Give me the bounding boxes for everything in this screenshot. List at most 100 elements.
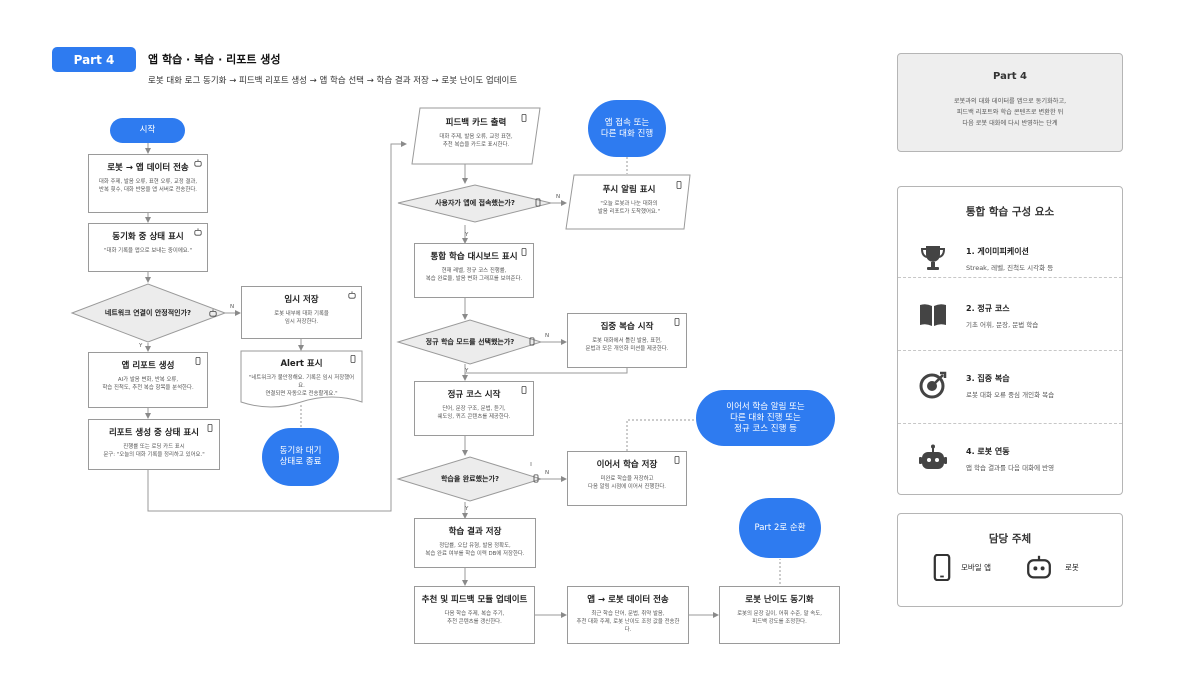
node-desc: 로봇 대화에서 틀린 발음, 표현, 문법과 모은 개인화 미션을 제공한다. bbox=[585, 338, 669, 352]
node-desc: "대화 기록을 앱으로 보내는 중이에요." bbox=[104, 248, 192, 254]
divider bbox=[898, 423, 1122, 424]
component-desc: 로봇 대화 오류 중심 개인화 복습 bbox=[966, 391, 1055, 399]
robot-icon bbox=[194, 159, 202, 167]
decision-no: N bbox=[545, 470, 550, 476]
part-summary-panel: Part 4 로봇과의 대화 데이터를 앱으로 동기화하고, 피드백 리포트와 … bbox=[897, 53, 1123, 152]
decision-no: N bbox=[556, 194, 561, 200]
part2-cycle-terminal: Part 2로 순환 bbox=[739, 498, 821, 558]
node-title: 동기화 중 상태 표시 bbox=[112, 232, 184, 242]
mobile-icon bbox=[350, 355, 356, 363]
component-title: 3. 집중 복습 bbox=[966, 374, 1010, 383]
mobile-icon bbox=[521, 386, 527, 394]
robot-difficulty-sync-node: 로봇 난이도 동기화 로봇의 문장 길이, 어휘 수준, 말 속도, 피드백 강… bbox=[719, 586, 840, 644]
app-to-robot-transfer-node: 앱 → 로봇 데이터 전송 최근 학습 단어, 문법, 취약 발음, 추천 대화… bbox=[567, 586, 689, 644]
target-icon bbox=[919, 371, 947, 399]
decision-network-shape bbox=[70, 283, 227, 343]
decision-yes: Y bbox=[465, 368, 469, 374]
node-title: 앱 리포트 생성 bbox=[121, 361, 175, 371]
feedback-card-shape bbox=[411, 107, 541, 165]
component-robot-link: 4. 로봇 연동 앱 학습 결과를 다음 대화에 반영 bbox=[898, 424, 1122, 494]
decision-regular-shape bbox=[396, 319, 543, 365]
decision-complete-shape bbox=[396, 456, 543, 502]
node-desc: 현재 레벨, 정규 코스 진행률, 복습 완료율, 발음 변화 그래프를 보여준… bbox=[425, 268, 523, 282]
page-title: 앱 학습 · 복습 · 리포트 생성 bbox=[148, 53, 281, 66]
owner-robot-label: 로봇 bbox=[1065, 563, 1079, 572]
mobile-icon bbox=[521, 248, 527, 256]
decision-regular-label: 정규 학습 모드를 선택했는가? bbox=[425, 338, 515, 346]
components-title: 통합 학습 구성 요소 bbox=[965, 206, 1055, 218]
divider bbox=[898, 277, 1122, 278]
decision-yes: Y bbox=[465, 506, 469, 512]
temp-save-node: 임시 저장 로봇 내부에 대화 기록을 임시 저장한다. bbox=[241, 286, 362, 339]
robot-icon bbox=[348, 291, 356, 299]
app-report-node: 앱 리포트 생성 AI가 발음 변화, 반복 오류, 학습 진척도, 추천 복습… bbox=[88, 352, 208, 408]
dashboard-node: 통합 학습 대시보드 표시 현재 레벨, 정규 코스 진행률, 복습 완료율, … bbox=[414, 243, 534, 298]
owner-mobile-label: 모바일 앱 bbox=[961, 563, 991, 572]
sync-status-node: 동기화 중 상태 표시 "대화 기록을 앱으로 보내는 중이에요." bbox=[88, 223, 208, 272]
sync-wait-terminal: 동기화 대기 상태로 종료 bbox=[262, 428, 339, 486]
node-desc: 진행률 또는 로딩 카드 표시 문구: "오늘의 대화 기록을 정리하고 있어요… bbox=[103, 444, 205, 458]
mobile-icon bbox=[535, 198, 541, 207]
robot-icon bbox=[209, 309, 217, 317]
component-focus-review: 3. 집중 복습 로봇 대화 오류 중심 개인화 복습 bbox=[898, 351, 1122, 421]
decision-network-label: 네트워크 연결이 안정적인가? bbox=[104, 309, 192, 317]
report-status-node: 리포트 생성 중 상태 표시 진행률 또는 로딩 카드 표시 문구: "오늘의 … bbox=[88, 419, 220, 470]
owners-panel: 담당 주체 모바일 앱 로봇 bbox=[897, 513, 1123, 607]
decision-complete-label: 학습을 완료했는가? bbox=[440, 475, 500, 483]
mobile-icon bbox=[521, 114, 527, 122]
node-desc: 미완료 학습을 저장하고 다음 알림 시점에 이어서 진행한다. bbox=[588, 476, 666, 490]
component-gamification: 1. 게이미피케이션 Streak, 레벨, 진척도 시각화 등 bbox=[898, 224, 1122, 294]
node-desc: 로봇의 문장 길이, 어휘 수준, 말 속도, 피드백 강도를 조정한다. bbox=[737, 611, 822, 625]
component-regular-course: 2. 정규 코스 기초 어휘, 문장, 문법 학습 bbox=[898, 281, 1122, 351]
start-terminal: 시작 bbox=[110, 118, 185, 143]
continue-or-other-terminal: 이어서 학습 알림 또는 다른 대화 진행 또는 정규 코스 진행 등 bbox=[696, 390, 835, 446]
node-title: 임시 저장 bbox=[284, 295, 319, 305]
mobile-icon bbox=[674, 318, 680, 326]
mobile-icon bbox=[674, 456, 680, 464]
node-title: 집중 복습 시작 bbox=[600, 322, 654, 332]
node-desc: 대화 주제, 발음 오류, 표현 오류, 교정 결과, 반복 횟수, 대화 반응… bbox=[98, 179, 198, 193]
mobile-icon bbox=[933, 554, 951, 581]
summary-desc: 로봇과의 대화 데이터를 앱으로 동기화하고, 피드백 리포트와 학습 콘텐츠로… bbox=[953, 98, 1067, 127]
robot-to-app-transfer-node: 로봇 → 앱 데이터 전송 대화 주제, 발음 오류, 표현 오류, 교정 결과… bbox=[88, 154, 208, 213]
result-save-node: 학습 결과 저장 정답률, 오답 유형, 발음 정확도, 복습 완료 여부를 학… bbox=[414, 518, 536, 568]
components-panel: 통합 학습 구성 요소 1. 게이미피케이션 Streak, 레벨, 진척도 시… bbox=[897, 186, 1123, 495]
book-icon bbox=[920, 304, 946, 326]
focus-review-node: 집중 복습 시작 로봇 대화에서 틀린 발음, 표현, 문법과 모은 개인화 미… bbox=[567, 313, 687, 368]
component-desc: Streak, 레벨, 진척도 시각화 등 bbox=[966, 264, 1054, 272]
component-title: 1. 게이미피케이션 bbox=[966, 247, 1029, 256]
robot-icon bbox=[919, 444, 947, 469]
node-title: 추천 및 피드백 모듈 업데이트 bbox=[421, 595, 528, 605]
node-title: 통합 학습 대시보드 표시 bbox=[430, 252, 518, 262]
node-desc: 최근 학습 단어, 문법, 취약 발음, 추천 대화 주제, 로봇 난이도 조정… bbox=[576, 611, 680, 633]
part-badge: Part 4 bbox=[52, 47, 136, 72]
component-title: 2. 정규 코스 bbox=[966, 304, 1010, 313]
recommend-update-node: 추천 및 피드백 모듈 업데이트 다음 학습 주제, 복습 주기, 추천 콘텐츠… bbox=[414, 586, 535, 644]
component-desc: 앱 학습 결과를 다음 대화에 반영 bbox=[966, 464, 1055, 472]
component-desc: 기초 어휘, 문장, 문법 학습 bbox=[966, 321, 1039, 329]
owners-title: 담당 주체 bbox=[988, 533, 1032, 545]
node-title: Alert 표시 bbox=[280, 359, 323, 369]
summary-title: Part 4 bbox=[993, 71, 1027, 82]
decision-no: N bbox=[230, 304, 235, 310]
mobile-icon bbox=[533, 474, 539, 483]
divider bbox=[898, 350, 1122, 351]
access-or-chat-terminal: 앱 접속 또는 다른 대화 진행 bbox=[588, 100, 666, 157]
regular-course-node: 정규 코스 시작 단어, 문장 구조, 문법, 듣기, 쉐도잉, 퀴즈 콘텐츠를… bbox=[414, 381, 534, 436]
node-title: 피드백 카드 출력 bbox=[445, 118, 507, 128]
node-title: 이어서 학습 저장 bbox=[596, 460, 658, 470]
node-desc: "오늘 로봇과 나눈 대화의 발음 리포트가 도착했어요." bbox=[597, 201, 661, 215]
alert-node: Alert 표시 "네트워크가 불안정해요. 기록은 임시 저장했어요. 연결되… bbox=[241, 351, 362, 397]
feedback-card-node: 피드백 카드 출력 대화 주제, 발음 오류, 교정 표현, 추천 복습을 카드… bbox=[416, 110, 536, 162]
node-desc: "네트워크가 불안정해요. 기록은 임시 저장했어요. 연결되면 자동으로 전송… bbox=[248, 375, 355, 397]
decision-access-shape bbox=[397, 184, 552, 223]
mobile-icon bbox=[676, 181, 682, 189]
node-desc: AI가 발음 변화, 반복 오류, 학습 진척도, 추천 복습 항목을 분석한다… bbox=[102, 377, 194, 391]
node-desc: 대화 주제, 발음 오류, 교정 표현, 추천 복습을 카드로 표시한다. bbox=[439, 134, 513, 148]
node-title: 정규 코스 시작 bbox=[447, 390, 501, 400]
robot-icon bbox=[1027, 555, 1051, 579]
continue-save-node: 이어서 학습 저장 미완료 학습을 저장하고 다음 알림 시점에 이어서 진행한… bbox=[567, 451, 687, 506]
trophy-icon bbox=[920, 246, 946, 270]
node-title: 리포트 생성 중 상태 표시 bbox=[108, 428, 200, 438]
